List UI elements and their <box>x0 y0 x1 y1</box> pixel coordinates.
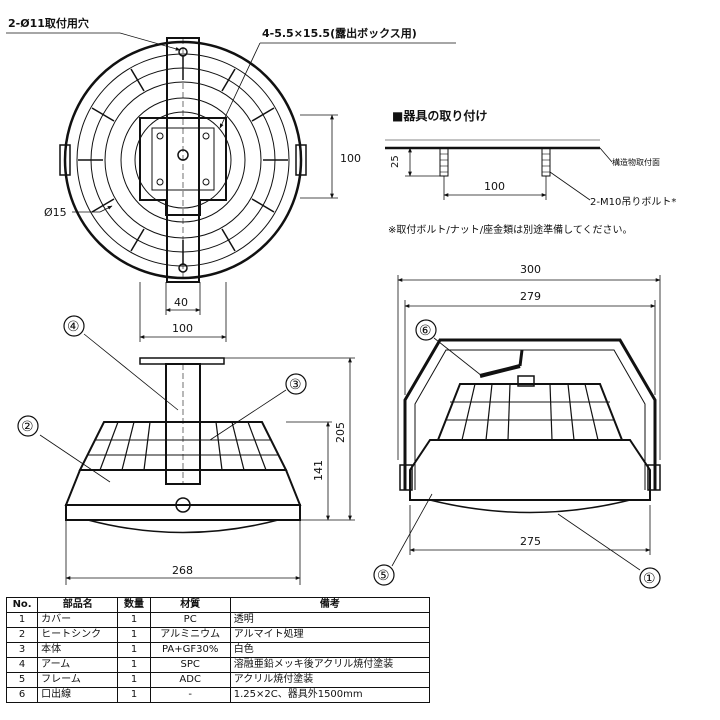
ceiling-label: 構造物取付面 <box>612 157 660 167</box>
cell-quantity: 1 <box>117 612 151 628</box>
cell-no: 2 <box>5 627 39 643</box>
table-row: 4 アーム 1 SPC 溶融亜鉛メッキ後アクリル焼付塗装 <box>5 657 431 673</box>
dim-40: 40 <box>174 296 188 309</box>
cell-part-name: 口出線 <box>37 687 119 703</box>
cell-remarks: 白色 <box>229 642 431 658</box>
cell-quantity: 1 <box>117 672 151 688</box>
cell-material: ADC <box>149 672 231 688</box>
cell-quantity: 1 <box>117 657 151 673</box>
cell-material: PA+GF30% <box>149 642 231 658</box>
dim-100-bolt: 100 <box>484 180 505 193</box>
cell-material: PC <box>149 612 231 628</box>
cell-material: アルミニウム <box>149 627 231 643</box>
cell-part-name: フレーム <box>37 672 119 688</box>
cell-part-name: アーム <box>37 657 119 673</box>
side-view <box>64 357 302 534</box>
slot-label: 4-5.5×15.5(露出ボックス用) <box>262 26 417 40</box>
header-remarks: 備考 <box>229 597 431 613</box>
cell-part-name: カバー <box>37 612 119 628</box>
callout-4: ④ <box>67 319 80 335</box>
dim-100-horizontal: 100 <box>172 322 193 335</box>
dim-100-vertical: 100 <box>340 152 361 165</box>
callout-3: ③ <box>289 377 302 393</box>
table-row: 3 本体 1 PA+GF30% 白色 <box>5 642 431 658</box>
dim-268: 268 <box>172 564 193 577</box>
cell-no: 4 <box>5 657 39 673</box>
side-view-dimensions <box>17 315 355 585</box>
hole-label: 2-Ø11取付用穴 <box>8 16 89 30</box>
cell-remarks: 溶融亜鉛メッキ後アクリル焼付塗装 <box>229 657 431 673</box>
dim-300: 300 <box>520 263 541 276</box>
cell-material: - <box>149 687 231 703</box>
cell-part-name: ヒートシンク <box>37 627 119 643</box>
cell-no: 1 <box>5 612 39 628</box>
callout-6: ⑥ <box>419 323 432 339</box>
dim-205: 205 <box>334 422 347 443</box>
callout-1: ① <box>643 571 656 587</box>
dim-diameter-15: Ø15 <box>44 206 67 219</box>
front-view <box>399 338 661 514</box>
bolt-label: 2-M10吊りボルト* <box>590 196 676 208</box>
table-row: 2 ヒートシンク 1 アルミニウム アルマイト処理 <box>5 627 431 643</box>
callout-5: ⑤ <box>377 568 390 584</box>
mount-detail <box>385 139 613 201</box>
header-no: No. <box>5 597 39 613</box>
dim-141: 141 <box>312 460 325 481</box>
front-view-dimensions <box>373 275 661 589</box>
cell-no: 5 <box>5 672 39 688</box>
mount-title: ■器具の取り付け <box>392 108 487 123</box>
parts-spec-table: No. 部品名 数量 材質 備考 1 カバー 1 PC 透明 2 ヒートシンク … <box>5 597 431 703</box>
cell-no: 6 <box>5 687 39 703</box>
cell-remarks: アクリル焼付塗装 <box>229 672 431 688</box>
cell-part-name: 本体 <box>37 642 119 658</box>
header-quantity: 数量 <box>117 597 151 613</box>
table-row: 5 フレーム 1 ADC アクリル焼付塗装 <box>5 672 431 688</box>
cell-quantity: 1 <box>117 627 151 643</box>
dim-25: 25 <box>390 155 401 168</box>
table-row: 6 口出線 1 - 1.25×2C、器具外1500mm <box>5 687 431 703</box>
callout-2: ② <box>21 419 34 435</box>
table-header-row: No. 部品名 数量 材質 備考 <box>5 597 431 613</box>
cell-remarks: 1.25×2C、器具外1500mm <box>229 687 431 703</box>
dim-275: 275 <box>520 535 541 548</box>
header-material: 材質 <box>149 597 231 613</box>
cell-remarks: 透明 <box>229 612 431 628</box>
header-part-name: 部品名 <box>37 597 119 613</box>
dim-279: 279 <box>520 290 541 303</box>
cell-remarks: アルマイト処理 <box>229 627 431 643</box>
cell-quantity: 1 <box>117 687 151 703</box>
table-row: 1 カバー 1 PC 透明 <box>5 612 431 628</box>
cell-material: SPC <box>149 657 231 673</box>
technical-drawing: 2-Ø11取付用穴 4-5.5×15.5(露出ボックス用) 100 Ø15 40… <box>6 16 676 589</box>
top-view <box>59 37 307 283</box>
cell-quantity: 1 <box>117 642 151 658</box>
cell-no: 3 <box>5 642 39 658</box>
mount-note: ※取付ボルト/ナット/座金類は別途準備してください。 <box>388 223 633 236</box>
top-view-dimensions <box>6 32 456 342</box>
